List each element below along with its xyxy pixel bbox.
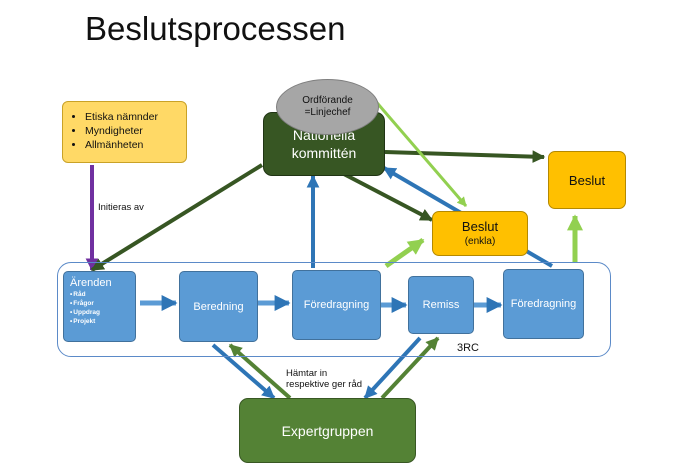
arrow-chair-to-simple-decision <box>370 96 468 207</box>
initiated-by-label: Initieras av <box>98 202 144 213</box>
initiator-sources-box: Etiska nämnder Myndigheter Allmänheten <box>62 101 187 163</box>
simple-decision-line-2: (enkla) <box>464 236 496 247</box>
chair-ellipse: Ordförande =Linjechef <box>276 79 379 135</box>
cases-list: Råd Frågor Uppdrag Projekt <box>70 290 135 326</box>
case-item: Uppdrag <box>70 308 135 317</box>
arrow-committee-to-final-decision <box>384 150 546 164</box>
experts-note: Hämtar in respektive ger råd <box>286 368 362 390</box>
arrow-experts-to-preparation <box>228 343 292 400</box>
arrow-referral-to-experts <box>363 336 422 400</box>
arrow-committee-to-cases <box>90 163 264 272</box>
source-item: Etiska nämnder <box>85 110 186 124</box>
experts-note-line-2: respektive ger råd <box>286 379 363 390</box>
expert-group-box: Expertgruppen <box>239 398 416 463</box>
simple-decision-box: Beslut (enkla) <box>432 211 528 256</box>
committee-line-2: kommittén <box>291 145 357 161</box>
presentation-box-1: Föredragning <box>292 270 381 340</box>
initiator-sources-list: Etiska nämnder Myndigheter Allmänheten <box>71 110 186 152</box>
experts-note-line-1: Hämtar in <box>286 368 328 379</box>
simple-decision-line-1: Beslut <box>461 219 499 234</box>
process-container <box>57 262 611 357</box>
page-title: Beslutsprocessen <box>85 10 346 47</box>
case-item: Råd <box>70 290 135 299</box>
final-decision-box: Beslut <box>548 151 626 209</box>
preparation-box: Beredning <box>179 271 258 342</box>
presentation-box-2: Föredragning <box>503 269 584 339</box>
group-code-label: 3RC <box>457 342 480 354</box>
arrow-committee-to-simple-decision <box>339 170 434 222</box>
chair-line-1: Ordförande <box>302 95 353 106</box>
cases-box: Ärenden Råd Frågor Uppdrag Projekt <box>63 271 136 342</box>
source-item: Myndigheter <box>85 124 186 138</box>
source-item: Allmänheten <box>85 138 186 152</box>
arrow-experts-to-referral <box>380 336 440 400</box>
arrow-preparation-to-experts <box>211 343 276 400</box>
case-item: Frågor <box>70 299 135 308</box>
cases-title: Ärenden <box>70 277 112 289</box>
arrow-process-to-simple-decision <box>384 237 425 269</box>
referral-box: Remiss <box>408 276 474 334</box>
case-item: Projekt <box>70 317 135 326</box>
chair-line-2: =Linjechef <box>304 107 351 118</box>
